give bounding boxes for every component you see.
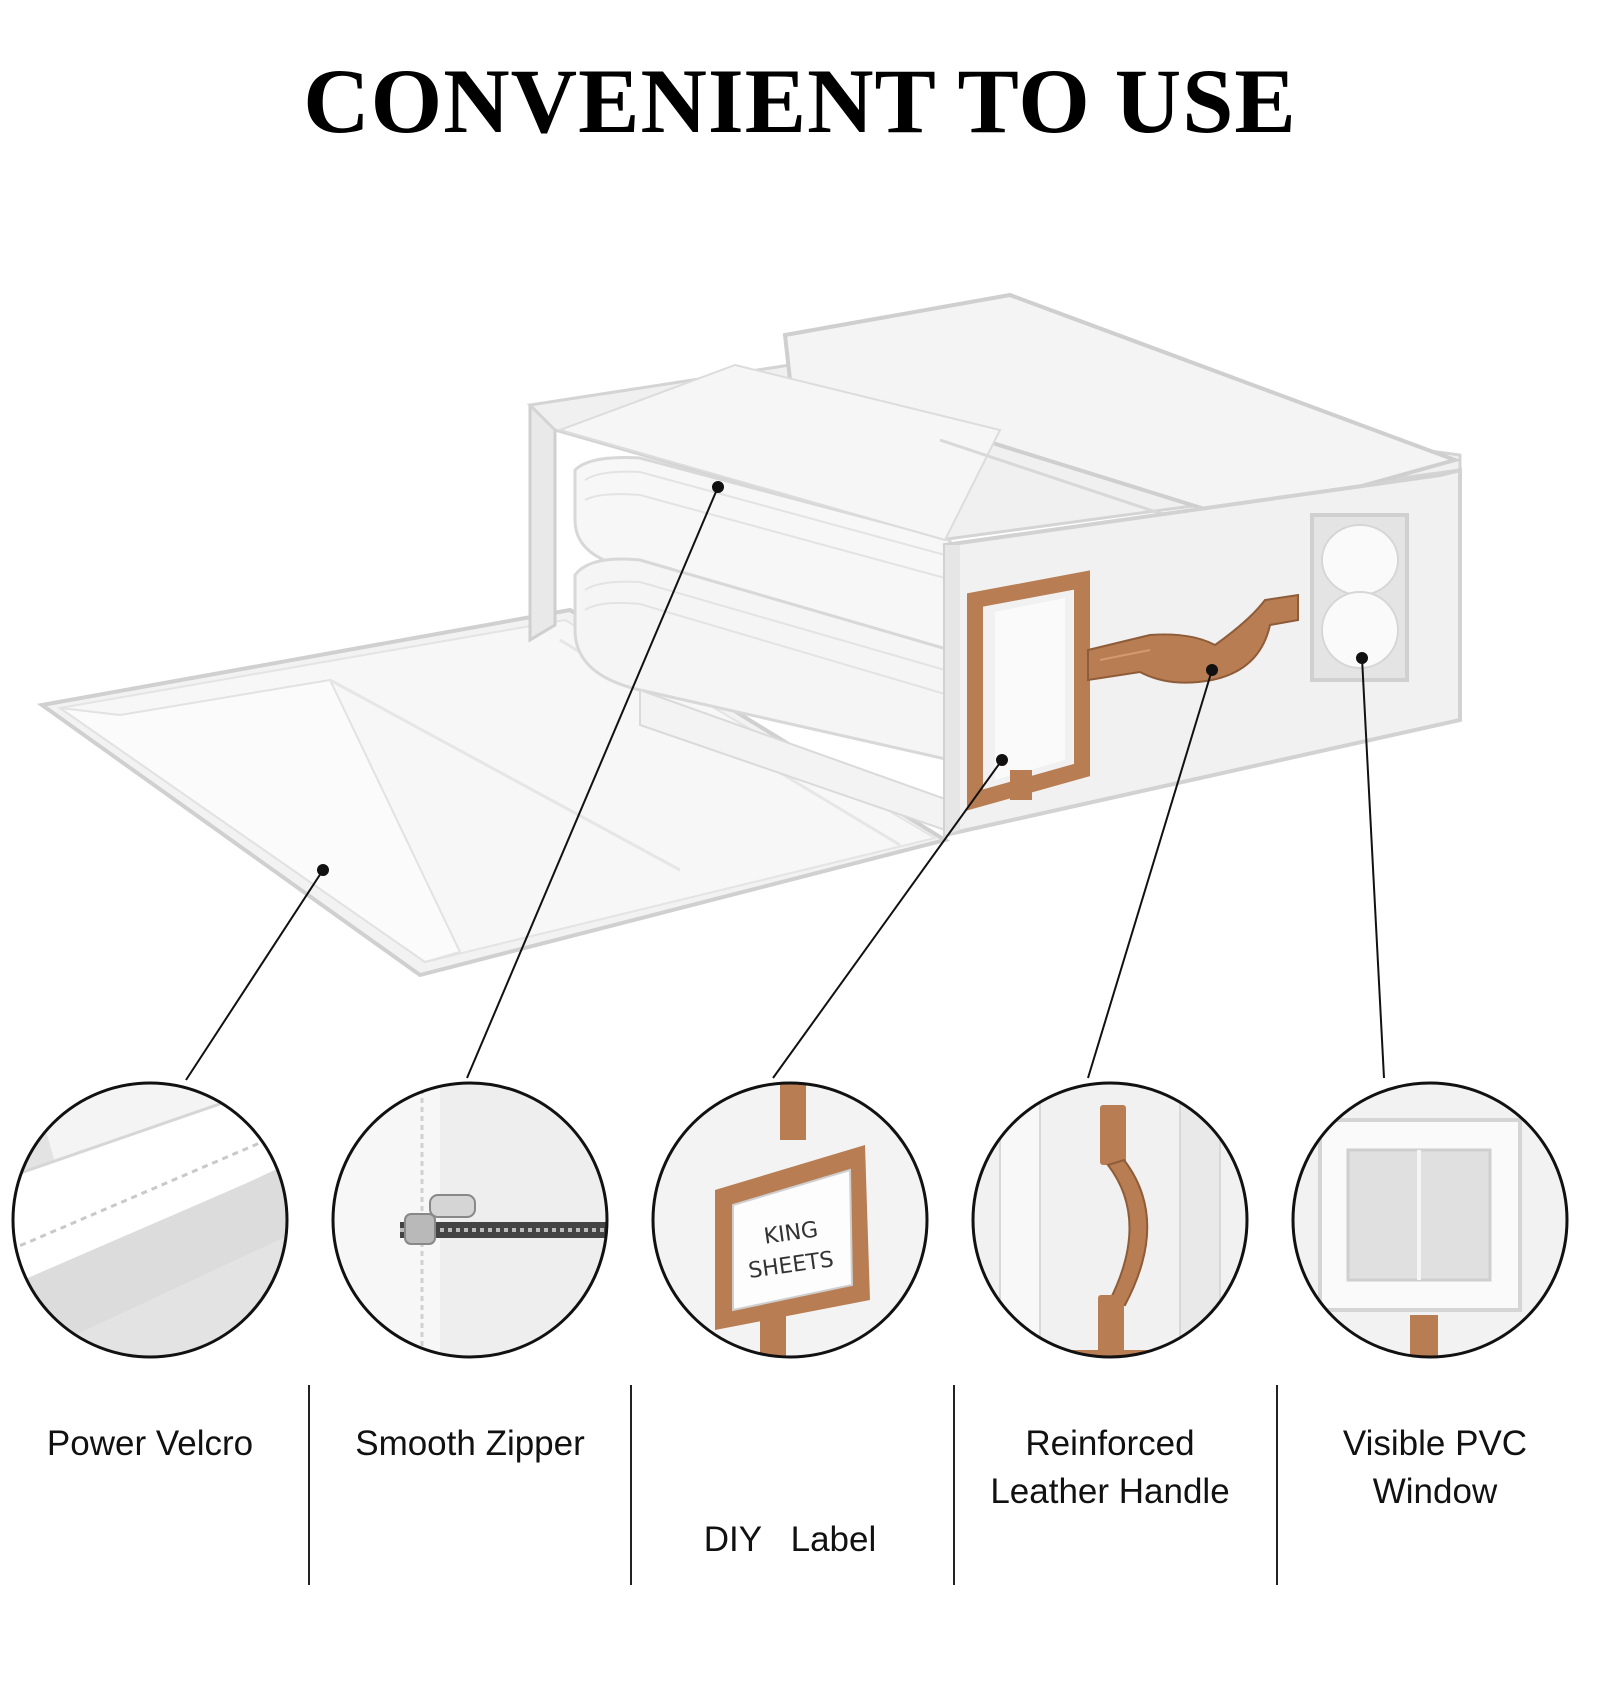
divider: [308, 1385, 310, 1585]
feature-diy-label: DIY Label: [640, 1420, 940, 1708]
feature-leather-handle: Reinforced Leather Handle: [960, 1420, 1260, 1516]
feature-pvc-window: Visible PVC Window: [1285, 1420, 1585, 1516]
detail-handle: [971, 1081, 1249, 1359]
divider: [953, 1385, 955, 1585]
leather-handle: [1087, 593, 1299, 684]
feature-power-velcro: Power Velcro: [0, 1420, 300, 1468]
detail-label: KING SHEETS: [651, 1081, 929, 1359]
pvc-window: [1310, 513, 1409, 682]
detail-window: [1291, 1081, 1569, 1359]
callout-lines: [185, 481, 1385, 1081]
divider: [1276, 1385, 1278, 1585]
feature-label: Visible PVC: [1342, 1424, 1528, 1463]
feature-label-2: Window: [1372, 1472, 1498, 1511]
feature-smooth-zipper: Smooth Zipper: [320, 1420, 620, 1468]
feature-label: Smooth Zipper: [355, 1424, 585, 1463]
feature-label-2: Leather Handle: [990, 1472, 1230, 1511]
feature-label: DIY Label: [703, 1520, 877, 1559]
feature-label: Reinforced: [1025, 1424, 1195, 1463]
detail-velcro: [11, 1081, 289, 1359]
feature-label: Power Velcro: [46, 1424, 254, 1463]
divider: [630, 1385, 632, 1585]
label-frame: [967, 570, 1090, 811]
page-title: CONVENIENT TO USE: [303, 50, 1297, 152]
detail-zipper: [331, 1081, 609, 1359]
product-illustration: KING SHEETS: [11, 292, 1569, 1359]
storage-bag: [36, 292, 1462, 978]
